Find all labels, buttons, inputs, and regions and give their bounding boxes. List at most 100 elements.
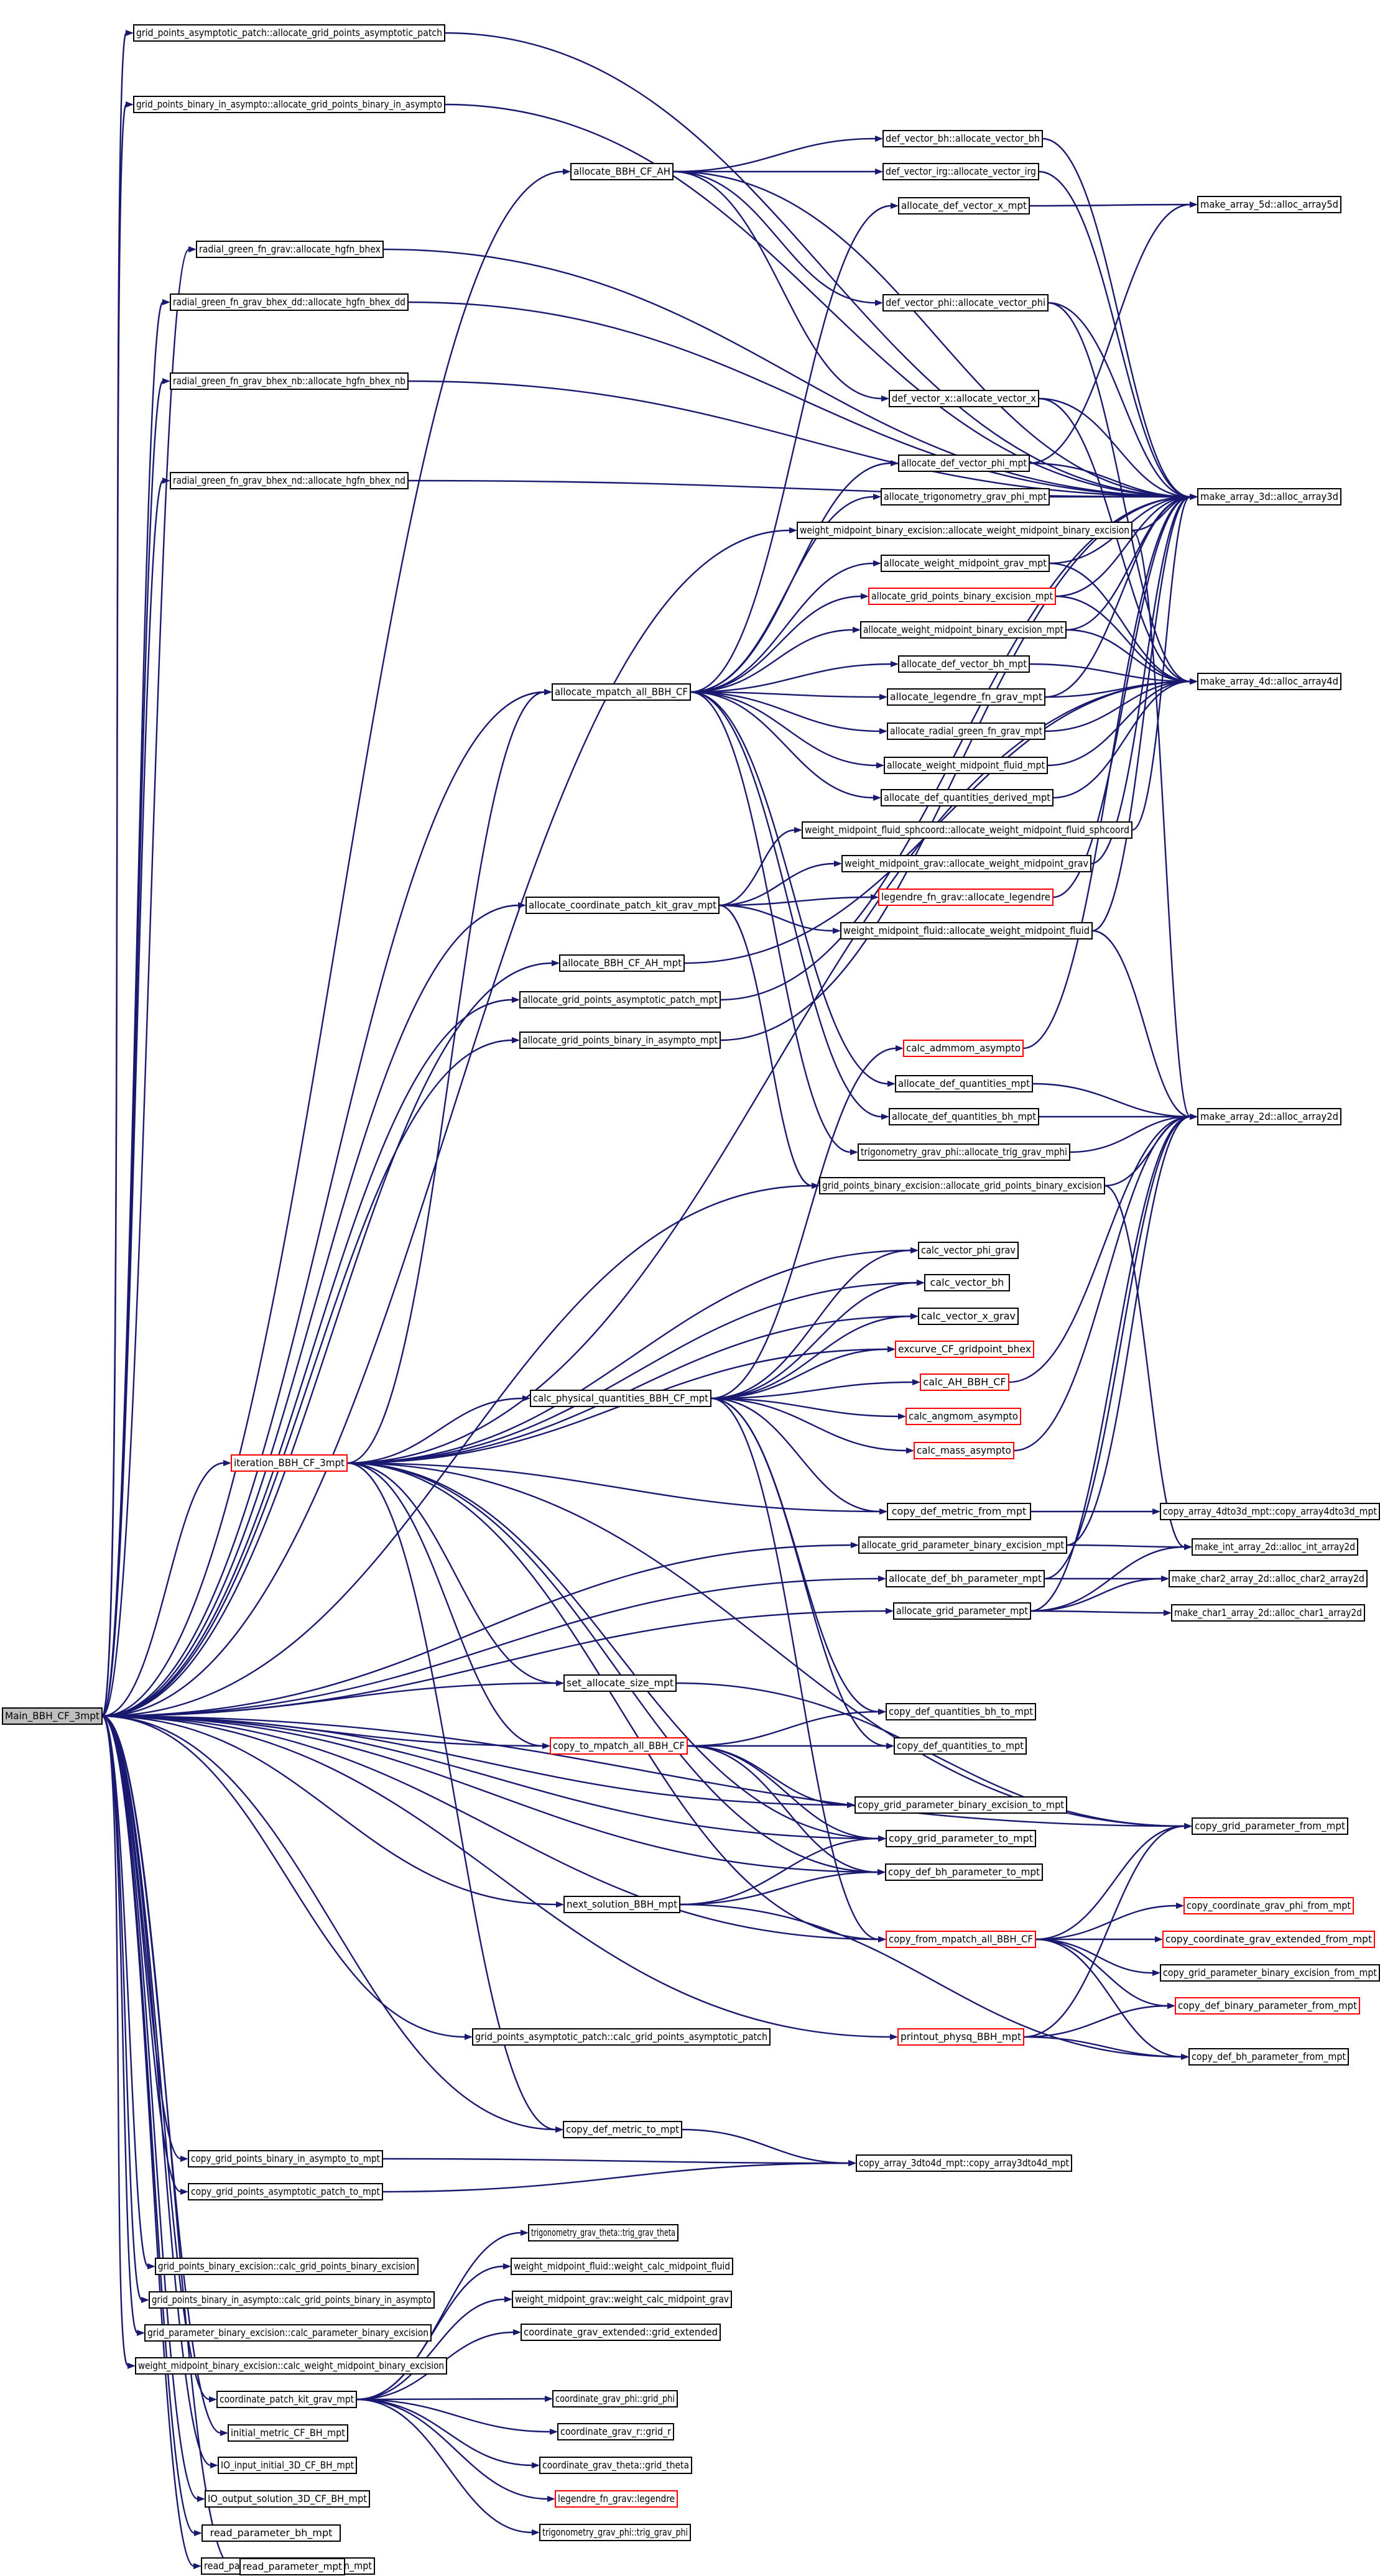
node-n53[interactable]: allocate_grid_parameter_binary_excision_… xyxy=(858,1536,1067,1554)
node-n73[interactable]: copy_def_binary_parameter_from_mpt xyxy=(1175,1997,1360,2015)
node-n41[interactable]: grid_points_binary_excision::allocate_gr… xyxy=(819,1177,1105,1194)
node-n74[interactable]: printout_physq_BBH_mpt xyxy=(897,2028,1024,2046)
node-n90[interactable]: initial_metric_CF_BH_mpt xyxy=(228,2424,348,2442)
node-n81[interactable]: grid_points_binary_excision::calc_grid_p… xyxy=(155,2258,419,2275)
node-n6[interactable]: allocate_def_vector_x_mpt xyxy=(898,197,1030,215)
node-n31[interactable]: legendre_fn_grav::allocate_legendre xyxy=(878,889,1054,906)
node-n32[interactable]: weight_midpoint_fluid::allocate_weight_m… xyxy=(840,922,1093,939)
node-n70[interactable]: copy_coordinate_grav_extended_from_mpt xyxy=(1162,1931,1375,1948)
node-n45[interactable]: excurve_CF_gridpoint_bhex xyxy=(895,1341,1034,1358)
node-n69[interactable]: copy_from_mpatch_all_BBH_CF xyxy=(886,1931,1036,1948)
node-n34[interactable]: allocate_grid_points_asymptotic_patch_mp… xyxy=(519,991,721,1009)
node-n88[interactable]: coordinate_patch_kit_grav_mpt xyxy=(216,2391,357,2408)
node-n21[interactable]: allocate_def_vector_bh_mpt xyxy=(898,655,1030,673)
node-n76[interactable]: copy_def_metric_to_mpt xyxy=(563,2121,682,2138)
node-n27[interactable]: allocate_def_quantities_derived_mpt xyxy=(881,789,1054,806)
node-n29[interactable]: weight_midpoint_grav::allocate_weight_mi… xyxy=(841,855,1091,872)
node-n54[interactable]: make_int_array_2d::alloc_int_array2d xyxy=(1192,1538,1358,1556)
node-n78[interactable]: copy_array_3dto4d_mpt::copy_array3dto4d_… xyxy=(856,2154,1072,2172)
node-n23[interactable]: allocate_legendre_fn_grav_mpt xyxy=(887,688,1045,706)
node-n30[interactable]: allocate_coordinate_patch_kit_grav_mpt xyxy=(526,897,720,914)
node-n61[interactable]: copy_to_mpatch_all_BBH_CF xyxy=(550,1737,688,1755)
node-n50[interactable]: calc_mass_asympto xyxy=(914,1442,1014,1459)
node-n93[interactable]: coordinate_grav_theta::grid_theta xyxy=(539,2457,692,2474)
node-n56[interactable]: make_char2_array_2d::alloc_char2_array2d xyxy=(1169,1570,1368,1587)
node-n72[interactable]: grid_points_asymptotic_patch::calc_grid_… xyxy=(472,2028,771,2046)
node-n40[interactable]: trigonometry_grav_phi::allocate_trig_gra… xyxy=(858,1143,1070,1161)
node-n94[interactable]: IO_output_solution_3D_CF_BH_mpt xyxy=(205,2490,370,2508)
node-n55[interactable]: allocate_def_bh_parameter_mpt xyxy=(886,1570,1045,1587)
node-n79[interactable]: copy_grid_points_asymptotic_patch_to_mpt xyxy=(188,2183,383,2200)
node-n58[interactable]: make_char1_array_2d::alloc_char1_array2d xyxy=(1171,1604,1365,1622)
node-n12[interactable]: def_vector_x::allocate_vector_x xyxy=(889,390,1039,407)
node-n25[interactable]: allocate_radial_green_fn_grav_mpt xyxy=(887,722,1045,740)
node-n2[interactable]: grid_points_binary_in_asympto::allocate_… xyxy=(133,96,445,113)
node-n87[interactable]: weight_midpoint_binary_excision::calc_we… xyxy=(135,2357,447,2375)
node-n10[interactable]: def_vector_phi::allocate_vector_phi xyxy=(882,294,1049,312)
node-n92[interactable]: IO_input_initial_3D_CF_BH_mpt xyxy=(218,2457,357,2474)
node-n49[interactable]: iteration_BBH_CF_3mpt xyxy=(231,1454,348,1472)
node-n66[interactable]: copy_def_bh_parameter_to_mpt xyxy=(885,1863,1043,1881)
node-n44[interactable]: calc_vector_x_grav xyxy=(918,1308,1019,1325)
node-n13[interactable]: radial_green_fn_grav_bhex_nd::allocate_h… xyxy=(170,472,409,489)
node-n68[interactable]: copy_coordinate_grav_phi_from_mpt xyxy=(1183,1897,1354,1914)
node-n38[interactable]: allocate_def_quantities_bh_mpt xyxy=(889,1108,1039,1125)
node-n97[interactable]: trigonometry_grav_phi::trig_grav_phi xyxy=(539,2524,691,2541)
node-n51[interactable]: copy_def_metric_from_mpt xyxy=(887,1503,1031,1520)
node-n1[interactable]: grid_points_asymptotic_patch::allocate_g… xyxy=(133,24,445,42)
node-n11[interactable]: radial_green_fn_grav_bhex_nb::allocate_h… xyxy=(170,372,409,390)
node-n20[interactable]: allocate_weight_midpoint_binary_excision… xyxy=(860,621,1067,639)
node-n17[interactable]: weight_midpoint_binary_excision::allocat… xyxy=(797,522,1132,539)
node-n15[interactable]: allocate_trigonometry_grav_phi_mpt xyxy=(881,488,1050,506)
node-n39[interactable]: make_array_2d::alloc_array2d xyxy=(1197,1108,1341,1125)
node-n46[interactable]: calc_AH_BBH_CF xyxy=(920,1373,1009,1391)
node-root[interactable]: Main_BBH_CF_3mpt xyxy=(2,1707,103,1725)
node-n5[interactable]: def_vector_irg::allocate_vector_irg xyxy=(882,163,1039,180)
node-n80[interactable]: trigonometry_grav_theta::trig_grav_theta xyxy=(528,2224,678,2241)
node-n67[interactable]: next_solution_BBH_mpt xyxy=(563,1896,680,1913)
node-n84[interactable]: weight_midpoint_grav::weight_calc_midpoi… xyxy=(512,2291,732,2308)
node-n48[interactable]: calc_angmom_asympto xyxy=(905,1408,1021,1425)
node-n35[interactable]: allocate_grid_points_binary_in_asympto_m… xyxy=(519,1032,721,1049)
node-n19[interactable]: allocate_grid_points_binary_excision_mpt xyxy=(868,588,1056,605)
node-n33[interactable]: allocate_BBH_CF_AH_mpt xyxy=(559,954,685,972)
node-n28[interactable]: weight_midpoint_fluid_sphcoord::allocate… xyxy=(802,821,1132,839)
node-n16[interactable]: make_array_3d::alloc_array3d xyxy=(1197,488,1341,506)
node-n60[interactable]: copy_def_quantities_bh_to_mpt xyxy=(886,1703,1036,1720)
node-n77[interactable]: copy_grid_points_binary_in_asympto_to_mp… xyxy=(188,2150,383,2167)
node-n57[interactable]: allocate_grid_parameter_mpt xyxy=(893,1602,1031,1620)
node-n14[interactable]: allocate_def_vector_phi_mpt xyxy=(898,455,1030,472)
node-n4[interactable]: def_vector_bh::allocate_vector_bh xyxy=(882,130,1043,147)
node-n59[interactable]: set_allocate_size_mpt xyxy=(563,1674,677,1692)
node-n89[interactable]: coordinate_grav_phi::grid_phi xyxy=(552,2390,678,2407)
node-n47[interactable]: calc_physical_quantities_BBH_CF_mpt xyxy=(530,1390,711,1407)
node-n37[interactable]: allocate_def_quantities_mpt xyxy=(895,1075,1033,1092)
node-n52[interactable]: copy_array_4dto3d_mpt::copy_array4dto3d_… xyxy=(1160,1503,1380,1520)
node-n22[interactable]: allocate_mpatch_all_BBH_CF xyxy=(552,683,691,701)
node-n96[interactable]: read_parameter_bh_mpt xyxy=(201,2524,341,2542)
node-n36[interactable]: calc_admmom_asympto xyxy=(903,1040,1024,1057)
node-n24[interactable]: make_array_4d::alloc_array4d xyxy=(1197,673,1341,690)
node-n62[interactable]: copy_def_quantities_to_mpt xyxy=(894,1737,1027,1755)
node-n75[interactable]: copy_def_bh_parameter_from_mpt xyxy=(1188,2048,1349,2066)
node-n91[interactable]: coordinate_grav_r::grid_r xyxy=(557,2423,674,2440)
node-n85[interactable]: grid_parameter_binary_excision::calc_par… xyxy=(144,2324,432,2342)
node-n65[interactable]: copy_grid_parameter_to_mpt xyxy=(886,1830,1036,1847)
node-n82[interactable]: weight_midpoint_fluid::weight_calc_midpo… xyxy=(511,2258,733,2275)
node-n26[interactable]: allocate_weight_midpoint_fluid_mpt xyxy=(884,757,1048,774)
node-n9[interactable]: radial_green_fn_grav_bhex_dd::allocate_h… xyxy=(170,293,409,311)
node-n83[interactable]: grid_points_binary_in_asympto::calc_grid… xyxy=(149,2291,435,2309)
node-n8[interactable]: radial_green_fn_grav::allocate_hgfn_bhex xyxy=(196,241,384,258)
node-n95[interactable]: legendre_fn_grav::legendre xyxy=(555,2490,678,2508)
node-n63[interactable]: copy_grid_parameter_binary_excision_to_m… xyxy=(854,1796,1067,1814)
arrowhead-icon xyxy=(794,827,802,833)
node-n71[interactable]: copy_grid_parameter_binary_excision_from… xyxy=(1160,1964,1380,1982)
node-n7[interactable]: make_array_5d::alloc_array5d xyxy=(1197,196,1341,213)
node-n42[interactable]: calc_vector_phi_grav xyxy=(918,1242,1019,1259)
node-n86[interactable]: coordinate_grav_extended::grid_extended xyxy=(521,2324,721,2341)
node-n18[interactable]: allocate_weight_midpoint_grav_mpt xyxy=(881,555,1050,572)
node-n64[interactable]: copy_grid_parameter_from_mpt xyxy=(1192,1817,1348,1835)
node-n43[interactable]: calc_vector_bh xyxy=(924,1274,1010,1291)
node-n99[interactable]: read_parameter_mpt xyxy=(239,2558,345,2575)
node-n3[interactable]: allocate_BBH_CF_AH xyxy=(570,163,674,180)
